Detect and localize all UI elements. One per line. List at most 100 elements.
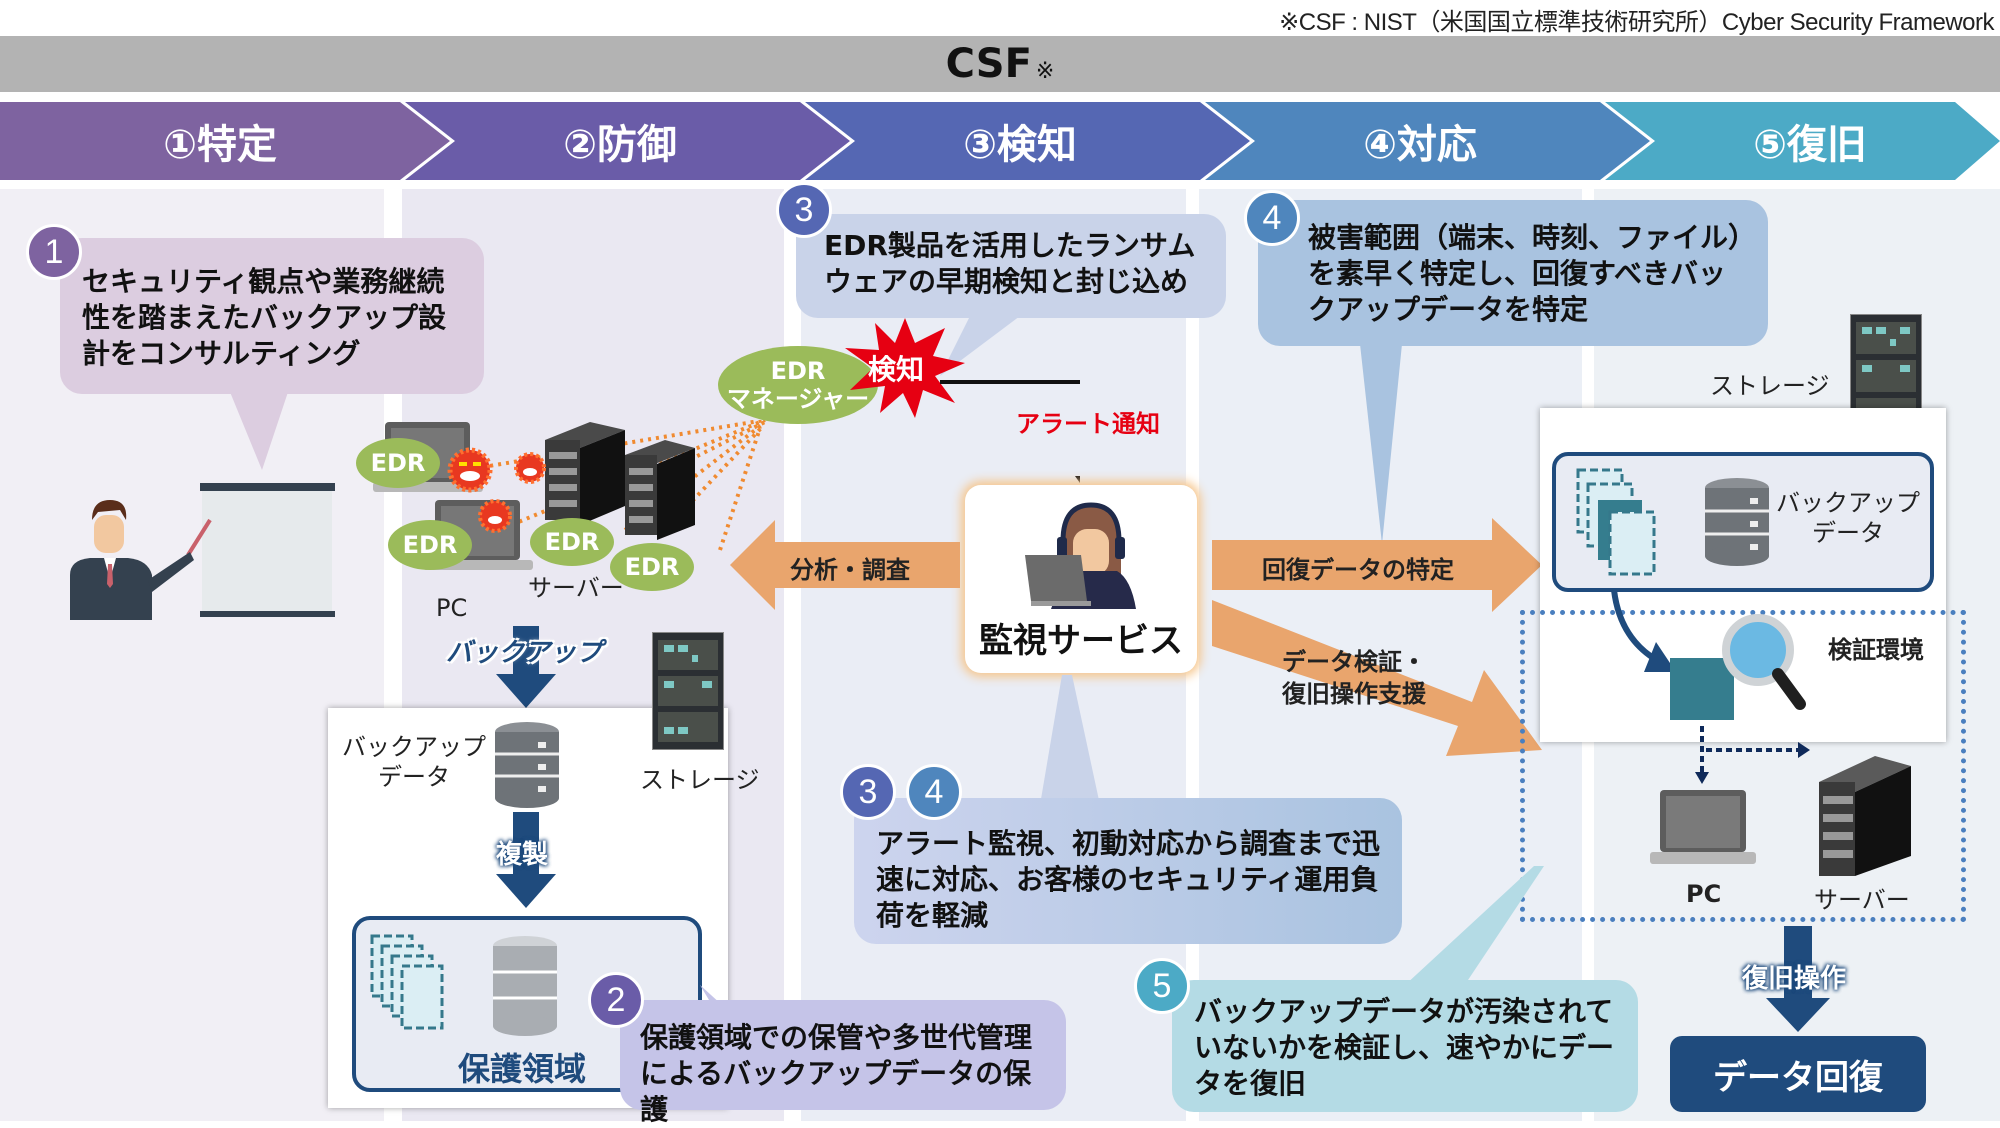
- recover-server-icon: [1819, 756, 1911, 876]
- backup-arrow-label: バックアップ: [446, 638, 603, 668]
- step34-badge-4: 4: [906, 764, 962, 820]
- virus-icon: [447, 447, 493, 493]
- recover-pc-icon: [1650, 790, 1756, 864]
- step34-bubble-tail: [1040, 675, 1100, 805]
- step5-bubble-tail: [1404, 866, 1544, 986]
- phase-respond: ④対応: [1363, 122, 1477, 168]
- phase-protect: ②防御: [563, 122, 677, 168]
- detect-burst-label: 検知: [868, 353, 925, 386]
- backup-data-label-line2: データ: [378, 763, 450, 791]
- edr-tag-pc1: EDR: [356, 438, 440, 488]
- backup-data-label-line1: バックアップ: [342, 733, 486, 761]
- step34-badge-3: 3: [840, 764, 896, 820]
- chevron-identify: [0, 102, 450, 180]
- server-icon: [625, 440, 695, 540]
- alert-connector: [940, 380, 1080, 484]
- verification-environment-label: 検証環境: [1828, 636, 1924, 664]
- step1-bubble-tail: [230, 392, 288, 470]
- recover-backup-data-line2: データ: [1812, 519, 1884, 547]
- restore-arrow-head: [1766, 998, 1830, 1032]
- identify-data-arrow: [1212, 518, 1542, 612]
- verify-support-arrow: [1212, 600, 1542, 756]
- monitoring-service-label: 監視サービス: [979, 621, 1183, 661]
- database-icon: [495, 722, 559, 808]
- recover-server-label: サーバー: [1814, 886, 1910, 914]
- storage-rack-icon: [652, 632, 724, 750]
- step4-text: 被害範囲（端末、時刻、ファイル）を素早く特定し、回復すべきバックアップデータを特…: [1308, 221, 1743, 326]
- phase-band: ①特定 ②防御 ③検知 ④対応 ⑤復旧: [0, 102, 2000, 180]
- recover-backup-data-label: バックアップ データ: [1776, 488, 1920, 548]
- verify-support-label-line2: 復旧操作支援: [1282, 680, 1426, 708]
- restore-arrow-label: 復旧操作: [1742, 964, 1847, 994]
- csf-note-mark: ※: [1035, 58, 1055, 84]
- edr-manager-line1: EDR: [770, 357, 826, 385]
- step2-text: 保護領域での保管や多世代管理によるバックアップデータの保護: [640, 1021, 1033, 1126]
- step1-bubble: セキュリティ観点や業務継続性を踏まえたバックアップ設計をコンサルティング: [60, 238, 484, 394]
- identify-data-arrow-label: 回復データの特定: [1262, 556, 1454, 584]
- edr-manager: EDR マネージャー: [718, 346, 878, 424]
- protected-area-label: 保護領域: [458, 1050, 587, 1088]
- edr-manager-line2: マネージャー: [726, 385, 870, 413]
- csf-title-bar: CSF ※: [0, 36, 2000, 92]
- storage-label: ストレージ: [640, 766, 760, 794]
- detect-burst-icon: [845, 318, 965, 418]
- csf-footnote: ※CSF : NIST（米国国立標準技術研究所）Cyber Security F…: [1279, 9, 1994, 36]
- data-recovery-box: データ回復: [1670, 1036, 1926, 1112]
- step2-badge: 2: [588, 972, 644, 1028]
- chevron-respond: [1205, 102, 1650, 180]
- csf-title: CSF: [945, 41, 1032, 87]
- step4-bubble: 被害範囲（端末、時刻、ファイル）を素早く特定し、回復すべきバックアップデータを特…: [1258, 200, 1768, 346]
- recover-backup-data-line1: バックアップ: [1776, 489, 1920, 517]
- monitoring-service-card: 監視サービス: [965, 485, 1197, 673]
- step1-badge: 1: [26, 224, 82, 280]
- replicate-arrow-head: [496, 874, 556, 908]
- virus-icon: [514, 452, 546, 484]
- backup-arrow-head: [496, 674, 556, 708]
- phase-chevrons: [0, 102, 2000, 180]
- recover-storage-label: ストレージ: [1710, 372, 1830, 400]
- step5-text: バックアップデータが汚染されていないかを検証し、速やかにデータを復旧: [1194, 995, 1615, 1100]
- protected-snapshots-icon: [370, 934, 557, 1036]
- verification-flow-icon: [1611, 589, 1810, 784]
- step3-bubble: EDR製品を活用したランサムウェアの早期検知と封じ込め: [796, 214, 1226, 318]
- pc-label: PC: [436, 594, 468, 622]
- edr-tag-pc2: EDR: [388, 520, 472, 570]
- step3-bubble-tail: [940, 316, 1020, 376]
- replicate-arrow-shaft: [513, 812, 539, 878]
- edr-tag-server2: EDR: [610, 543, 694, 591]
- alert-label: アラート通知: [1016, 410, 1160, 438]
- operator-icon: [1025, 502, 1136, 609]
- analyze-arrow-label: 分析・調査: [790, 556, 910, 584]
- step4-bubble-tail: [1360, 344, 1402, 544]
- restore-arrow-shaft: [1784, 926, 1812, 1002]
- verify-support-arrow-label: データ検証・ 復旧操作支援: [1282, 646, 1426, 710]
- recover-pc-label: PC: [1686, 880, 1722, 908]
- recover-snapshots-icon: [1576, 468, 1656, 576]
- phase-recover: ⑤復旧: [1753, 122, 1867, 168]
- edr-tag-server1: EDR: [530, 518, 614, 566]
- recover-database-icon: [1705, 478, 1769, 566]
- analyze-arrow: [730, 520, 960, 610]
- phase-detect: ③検知: [963, 122, 1077, 168]
- chevron-recover: [1605, 102, 2000, 180]
- replicate-arrow-label: 複製: [496, 840, 549, 870]
- chevron-detect: [805, 102, 1250, 180]
- step4-badge: 4: [1244, 190, 1300, 246]
- step5-badge: 5: [1134, 958, 1190, 1014]
- backup-arrow-shaft: [513, 626, 539, 676]
- verify-support-label-line1: データ検証・: [1282, 648, 1426, 676]
- backup-data-label: バックアップ データ: [342, 732, 486, 792]
- step34-text: アラート監視、初動対応から調査まで迅速に対応、お客様のセキュリティ運用負荷を軽減: [876, 827, 1381, 932]
- step5-bubble: バックアップデータが汚染されていないかを検証し、速やかにデータを復旧: [1172, 980, 1638, 1112]
- chevron-protect: [405, 102, 850, 180]
- verification-environment-box: [1520, 610, 1966, 922]
- step3-text: EDR製品を活用したランサムウェアの早期検知と封じ込め: [824, 229, 1196, 298]
- step34-bubble: アラート監視、初動対応から調査まで迅速に対応、お客様のセキュリティ運用負荷を軽減: [854, 798, 1402, 944]
- step2-bubble: 保護領域での保管や多世代管理によるバックアップデータの保護: [620, 1000, 1066, 1126]
- server-icon: [545, 422, 625, 525]
- consultant-icon: [70, 483, 335, 620]
- virus-icon: [478, 499, 512, 533]
- phase-identify: ①特定: [163, 122, 277, 168]
- step1-text: セキュリティ観点や業務継続性を踏まえたバックアップ設計をコンサルティング: [82, 265, 447, 370]
- server-label: サーバー: [528, 574, 624, 602]
